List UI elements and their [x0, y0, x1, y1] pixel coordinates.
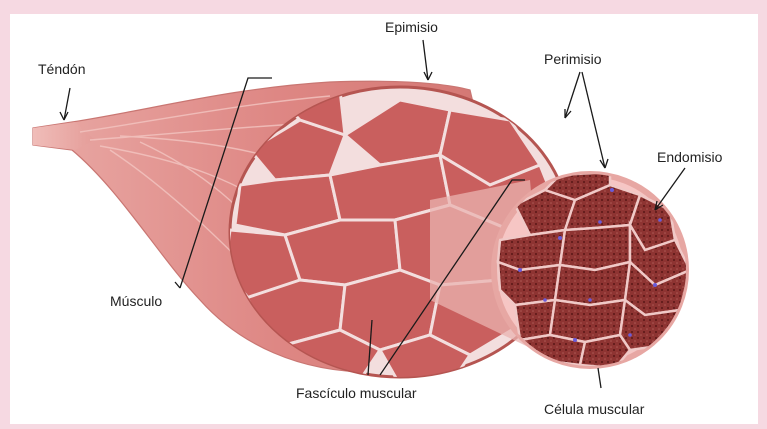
endomysium-label: Endomisio: [657, 149, 723, 165]
epimysium-label: Epimisio: [385, 19, 438, 35]
fascicle-label: Fascículo muscular: [296, 385, 417, 401]
muscle-cell-label: Célula muscular: [544, 401, 645, 417]
perimysium-label: Perimisio: [544, 51, 602, 67]
muscle-label: Músculo: [110, 293, 162, 309]
tendon-label: Téndón: [38, 61, 85, 77]
